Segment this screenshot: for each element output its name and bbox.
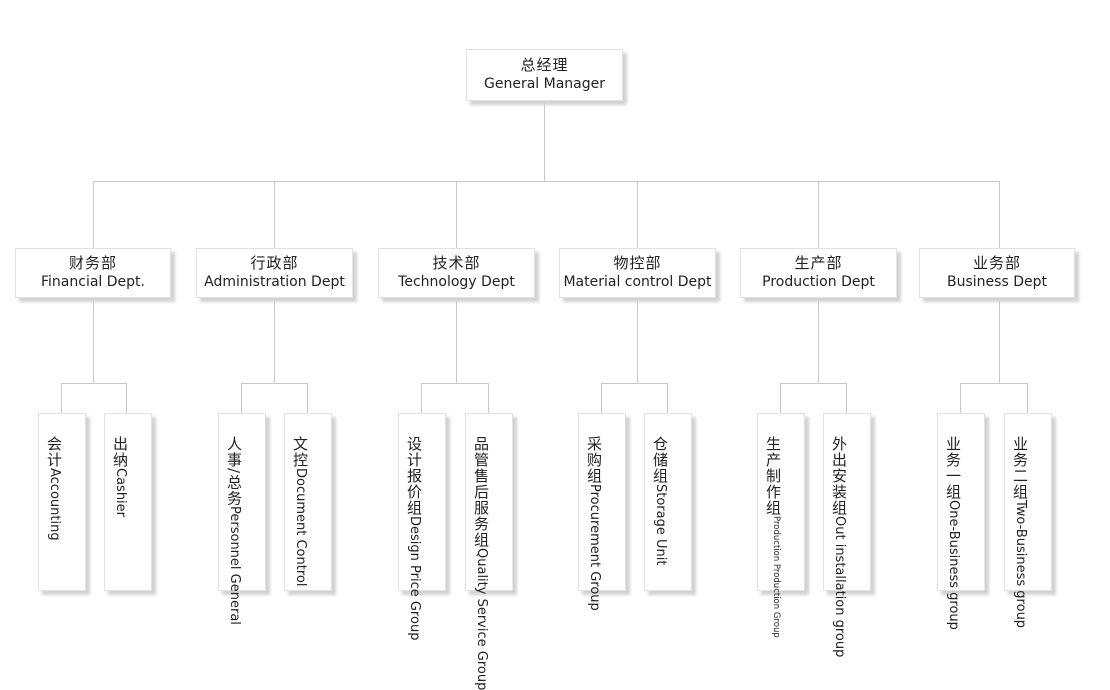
unit-title-en: Accounting	[47, 468, 62, 541]
unit-title-en: Two-Business group	[1013, 500, 1028, 629]
dept-title-zh: 行政部	[250, 254, 299, 272]
unit-title-zh: 文控	[291, 436, 309, 468]
connector	[780, 383, 847, 413]
unit-title-zh: 设计报价组	[405, 436, 423, 516]
connector	[241, 383, 308, 413]
unit-title-zh: 出纳	[111, 436, 129, 468]
connector	[960, 383, 1028, 413]
connector	[601, 383, 668, 413]
unit-title-zh: 仓储组	[651, 436, 669, 484]
dept-title-en: Financial Dept.	[41, 274, 145, 290]
dept-node-administration: 行政部 Administration Dept	[196, 248, 353, 298]
root-node: 总经理 General Manager	[466, 49, 623, 101]
unit-title-en: Design Price Group	[407, 516, 422, 641]
dept-title-zh: 财务部	[68, 254, 117, 272]
dept-title-en: Business Dept	[947, 274, 1047, 290]
unit-title-zh: 业务二组	[1011, 436, 1029, 500]
root-title-en: General Manager	[484, 76, 605, 92]
dept-title-en: Material control Dept	[563, 274, 712, 290]
connector-lines	[61, 101, 1028, 413]
unit-title-zh: 生产制作组	[764, 436, 782, 516]
connector	[61, 383, 127, 413]
dept-node-financial: 财务部 Financial Dept.	[15, 248, 171, 298]
unit-title-zh: 业务一组	[944, 436, 962, 500]
dept-node-material-control: 物控部 Material control Dept	[559, 248, 716, 298]
unit-title-en: Cashier	[113, 468, 128, 518]
unit-title-en: Personnel General	[227, 506, 242, 625]
dept-title-zh: 物控部	[613, 254, 662, 272]
dept-title-en: Administration Dept	[204, 274, 345, 290]
dept-node-business: 业务部 Business Dept	[919, 248, 1075, 298]
unit-title-en: Procurement Group	[587, 484, 602, 611]
dept-title-zh: 业务部	[972, 254, 1021, 272]
unit-title-en: Out installation group	[832, 516, 847, 658]
unit-title-en: Document Control	[293, 468, 308, 587]
unit-title-zh: 品管售后服务组	[472, 436, 490, 548]
unit-title-en: Quality Service Group	[474, 548, 489, 690]
unit-title-en: Production Production Group	[771, 516, 781, 638]
unit-title-zh: 会计	[45, 436, 63, 468]
dept-title-zh: 技术部	[432, 254, 481, 272]
unit-title-en: Storage Unit	[653, 484, 668, 566]
connector	[421, 383, 489, 413]
dept-title-zh: 生产部	[794, 254, 843, 272]
root-title-zh: 总经理	[520, 56, 569, 74]
dept-title-en: Production Dept	[762, 274, 875, 290]
dept-title-en: Technology Dept	[398, 274, 515, 290]
unit-title-zh: 采购组	[585, 436, 603, 484]
unit-title-zh: 外出安装组	[830, 436, 848, 516]
dept-node-technology: 技术部 Technology Dept	[378, 248, 535, 298]
dept-node-production: 生产部 Production Dept	[740, 248, 897, 298]
unit-title-en: One-Business group	[946, 500, 961, 630]
unit-title-zh: 人事/总务	[225, 436, 243, 507]
